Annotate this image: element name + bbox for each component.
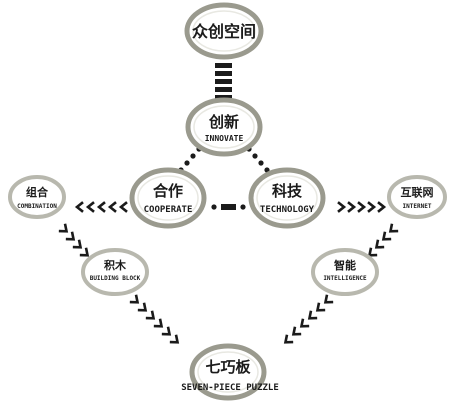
arrow-chain-to-puzzle-right bbox=[281, 294, 334, 347]
node-combination-sublabel: COMBINATION bbox=[17, 203, 57, 210]
node-puzzle-sublabel: SEVEN-PIECE PUZZLE bbox=[181, 383, 279, 393]
connector-dot-dash bbox=[211, 204, 246, 210]
node-intelligence-sublabel: INTELLIGENCE bbox=[323, 275, 367, 282]
node-technology: 科技 TECHNOLOGY bbox=[248, 167, 326, 229]
node-cooperate-sublabel: COOPERATE bbox=[144, 205, 193, 215]
arrow-chain-to-internet bbox=[337, 201, 386, 213]
node-building-block-sublabel: BUILDING BLOCK bbox=[90, 275, 141, 282]
node-innovate-label: 创新 bbox=[208, 113, 239, 131]
node-puzzle-label: 七巧板 bbox=[205, 358, 251, 376]
node-technology-sublabel: TECHNOLOGY bbox=[260, 205, 315, 215]
node-intelligence-label: 智能 bbox=[334, 258, 356, 272]
node-innovate-sublabel: INNOVATE bbox=[205, 134, 244, 143]
arrow-chain-to-intelligence bbox=[365, 223, 399, 260]
node-innovate: 创新 INNOVATE bbox=[185, 97, 263, 157]
node-internet-label: 互联网 bbox=[401, 185, 434, 199]
arrow-chain-to-puzzle-left bbox=[129, 294, 182, 347]
node-crowd-space: 众创空间 bbox=[184, 2, 264, 60]
connector-dots-left bbox=[178, 146, 202, 173]
node-building-block: 积木 BUILDING BLOCK bbox=[81, 248, 149, 296]
node-combination: 组合 COMBINATION bbox=[8, 175, 66, 219]
node-building-block-label: 积木 bbox=[104, 258, 127, 272]
node-cooperate: 合作 COOPERATE bbox=[129, 167, 207, 229]
arrow-chain-to-combination bbox=[75, 201, 128, 213]
node-technology-label: 科技 bbox=[272, 182, 303, 200]
connector-bars bbox=[215, 63, 232, 100]
connector-dots-right bbox=[246, 146, 270, 173]
node-combination-label: 组合 bbox=[26, 185, 49, 199]
node-intelligence: 智能 INTELLIGENCE bbox=[311, 248, 379, 296]
node-puzzle: 七巧板 SEVEN-PIECE PUZZLE bbox=[181, 343, 279, 401]
arrow-chain-to-building-block bbox=[58, 223, 92, 260]
node-crowd-space-label: 众创空间 bbox=[192, 22, 256, 41]
node-internet-sublabel: INTERNET bbox=[403, 203, 432, 210]
node-cooperate-label: 合作 bbox=[152, 182, 183, 200]
node-internet: 互联网 INTERNET bbox=[387, 175, 447, 219]
